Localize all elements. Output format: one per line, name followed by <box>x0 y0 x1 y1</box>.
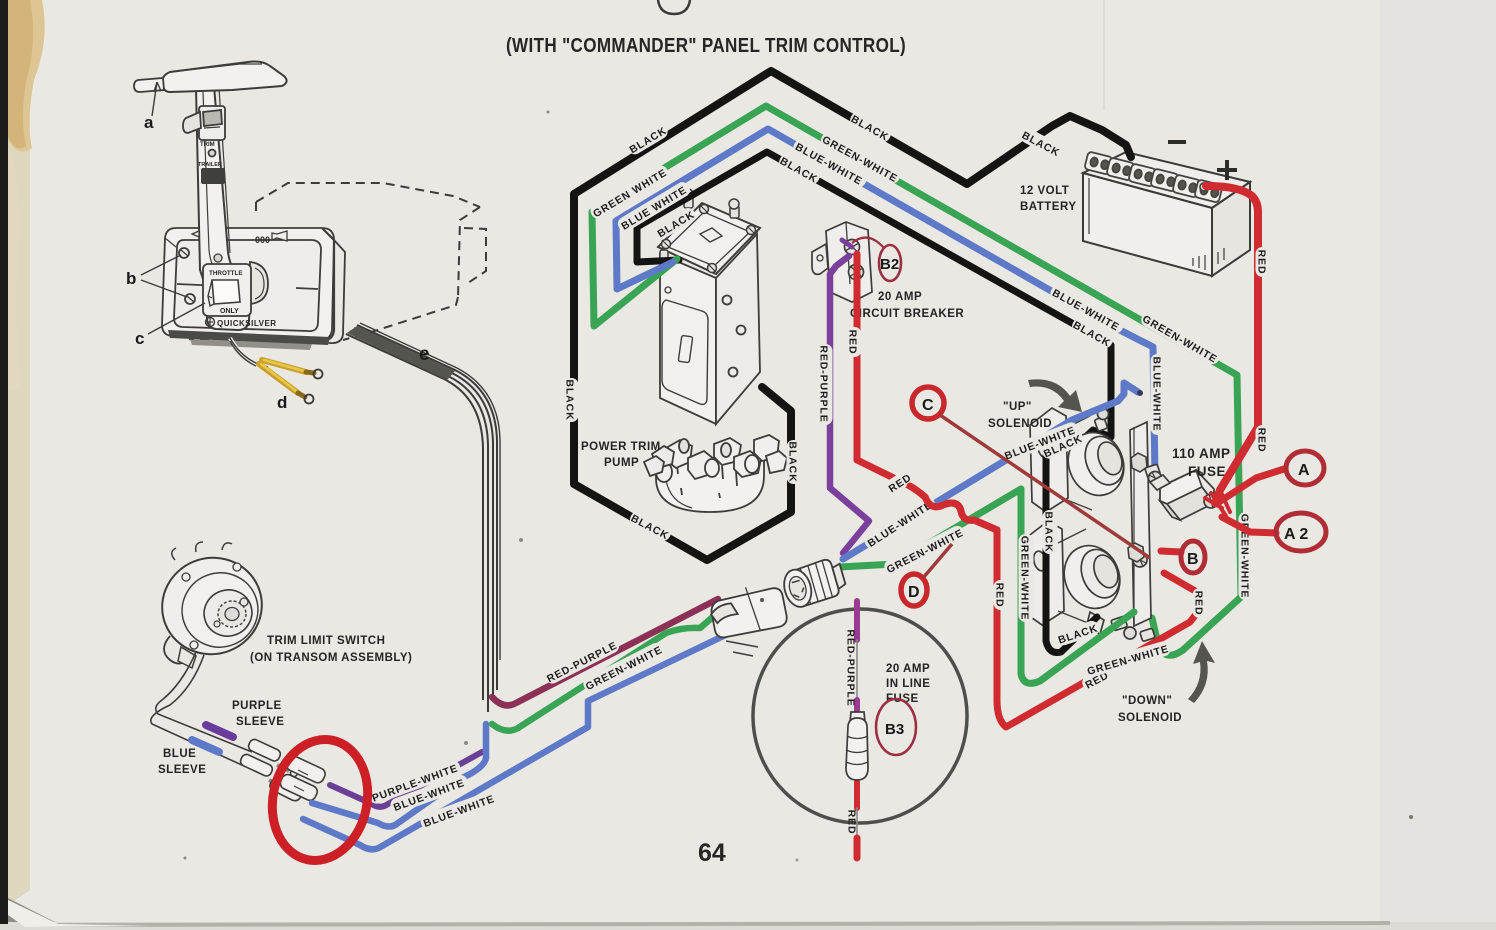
svg-text:GREEN-WHITE: GREEN-WHITE <box>1239 514 1251 599</box>
svg-text:(WITH "COMMANDER" PANEL TRIM C: (WITH "COMMANDER" PANEL TRIM CONTROL) <box>506 35 906 57</box>
svg-text:RED: RED <box>1256 428 1268 453</box>
svg-text:RED: RED <box>1256 250 1268 275</box>
svg-text:SOLENOID: SOLENOID <box>1118 712 1182 724</box>
svg-text:QUICKSILVER: QUICKSILVER <box>217 319 277 328</box>
svg-text:RED-PURPLE: RED-PURPLE <box>818 345 830 422</box>
svg-text:RED: RED <box>846 810 858 835</box>
svg-text:GREEN-WHITE: GREEN-WHITE <box>1019 536 1031 621</box>
svg-text:BLACK: BLACK <box>787 441 799 482</box>
svg-text:20 AMP: 20 AMP <box>878 291 922 303</box>
svg-text:A: A <box>1298 462 1310 479</box>
svg-text:TRAILER: TRAILER <box>198 162 222 168</box>
svg-text:RED-PURPLE: RED-PURPLE <box>845 629 857 706</box>
svg-text:PURPLE: PURPLE <box>232 700 282 712</box>
svg-text:THROTTLE: THROTTLE <box>209 270 243 277</box>
svg-text:"DOWN": "DOWN" <box>1122 695 1172 707</box>
svg-text:000: 000 <box>255 235 270 245</box>
svg-text:TRIM LIMIT SWITCH: TRIM LIMIT SWITCH <box>267 635 385 647</box>
svg-text:RED: RED <box>847 330 859 355</box>
svg-text:b: b <box>126 269 136 288</box>
svg-text:BLACK: BLACK <box>564 379 576 420</box>
svg-text:D: D <box>908 584 920 601</box>
svg-text:BLUE: BLUE <box>163 748 196 760</box>
svg-text:ONLY: ONLY <box>220 308 239 315</box>
svg-text:c: c <box>135 329 144 348</box>
svg-text:IN LINE: IN LINE <box>886 678 930 690</box>
svg-text:SLEEVE: SLEEVE <box>158 764 206 776</box>
svg-text:110 AMP: 110 AMP <box>1172 446 1231 461</box>
svg-text:d: d <box>277 393 287 412</box>
svg-text:B2: B2 <box>880 256 899 273</box>
svg-text:20 AMP: 20 AMP <box>886 663 930 675</box>
svg-text:BLACK: BLACK <box>1043 511 1055 552</box>
svg-text:BATTERY: BATTERY <box>1020 201 1077 213</box>
svg-text:CIRCUIT BREAKER: CIRCUIT BREAKER <box>850 308 964 320</box>
svg-text:e: e <box>419 344 430 365</box>
svg-text:A 2: A 2 <box>1284 526 1308 543</box>
svg-text:FUSE: FUSE <box>1188 464 1226 479</box>
svg-text:POWER TRIM: POWER TRIM <box>581 441 661 453</box>
svg-text:TRIM: TRIM <box>200 142 215 148</box>
svg-text:B: B <box>1187 551 1199 568</box>
svg-text:B3: B3 <box>885 721 904 738</box>
svg-text:a: a <box>144 113 154 132</box>
svg-text:RED: RED <box>1193 591 1205 616</box>
svg-text:SLEEVE: SLEEVE <box>236 716 284 728</box>
svg-text:BLUE-WHITE: BLUE-WHITE <box>1151 357 1163 432</box>
svg-text:SOLENOID: SOLENOID <box>988 418 1052 430</box>
svg-text:(ON TRANSOM ASSEMBLY): (ON TRANSOM ASSEMBLY) <box>250 652 412 664</box>
svg-text:64: 64 <box>698 839 726 867</box>
svg-text:PUMP: PUMP <box>604 457 639 469</box>
svg-text:12 VOLT: 12 VOLT <box>1020 185 1069 197</box>
svg-text:RED: RED <box>994 583 1006 608</box>
svg-text:"UP": "UP" <box>1003 401 1032 413</box>
svg-text:C: C <box>922 397 934 414</box>
